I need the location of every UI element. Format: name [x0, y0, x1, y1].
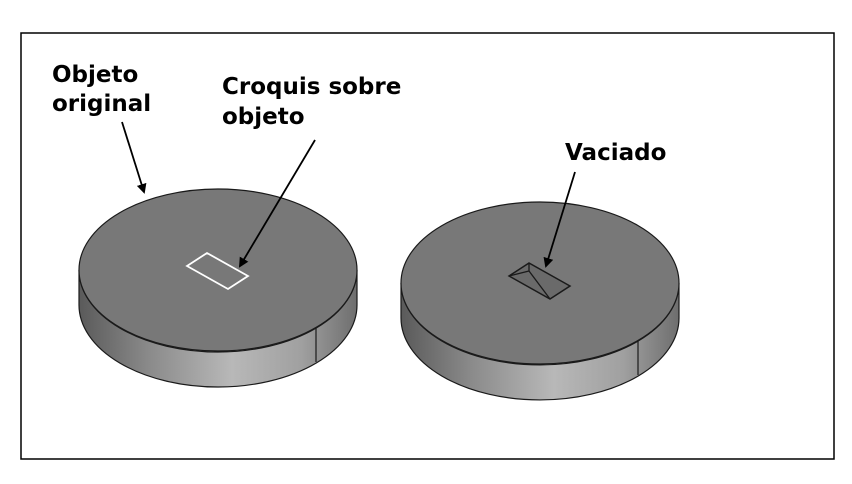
- label-pocket: Vaciado: [565, 140, 666, 166]
- original-object-disk: [78, 188, 358, 388]
- sketch-rectangle: [185, 251, 250, 291]
- arrow-pocket: [543, 171, 576, 268]
- arrow-original: [121, 121, 147, 194]
- label-original-line1: Objeto: [52, 62, 138, 88]
- pocketed-object-disk: [400, 201, 680, 401]
- pocketed-disk-side: [400, 282, 680, 401]
- arrow-sketch: [238, 139, 316, 268]
- label-sketch-line1: Croquis sobre: [222, 74, 401, 100]
- label-original-line2: original: [52, 91, 151, 117]
- label-sketch-line2: objeto: [222, 104, 305, 130]
- original-disk-side: [78, 269, 358, 388]
- figure-frame: [20, 32, 835, 460]
- original-disk-top: [78, 188, 358, 352]
